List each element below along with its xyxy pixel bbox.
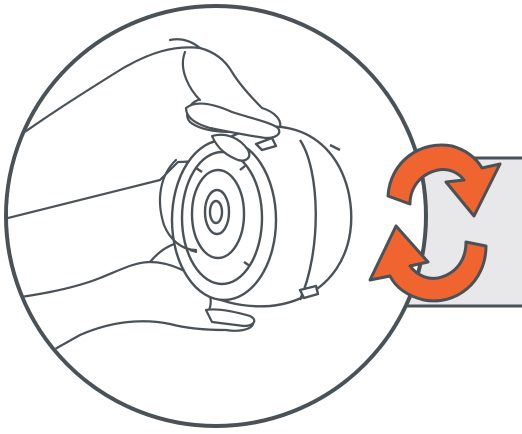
round-device: [172, 127, 351, 307]
